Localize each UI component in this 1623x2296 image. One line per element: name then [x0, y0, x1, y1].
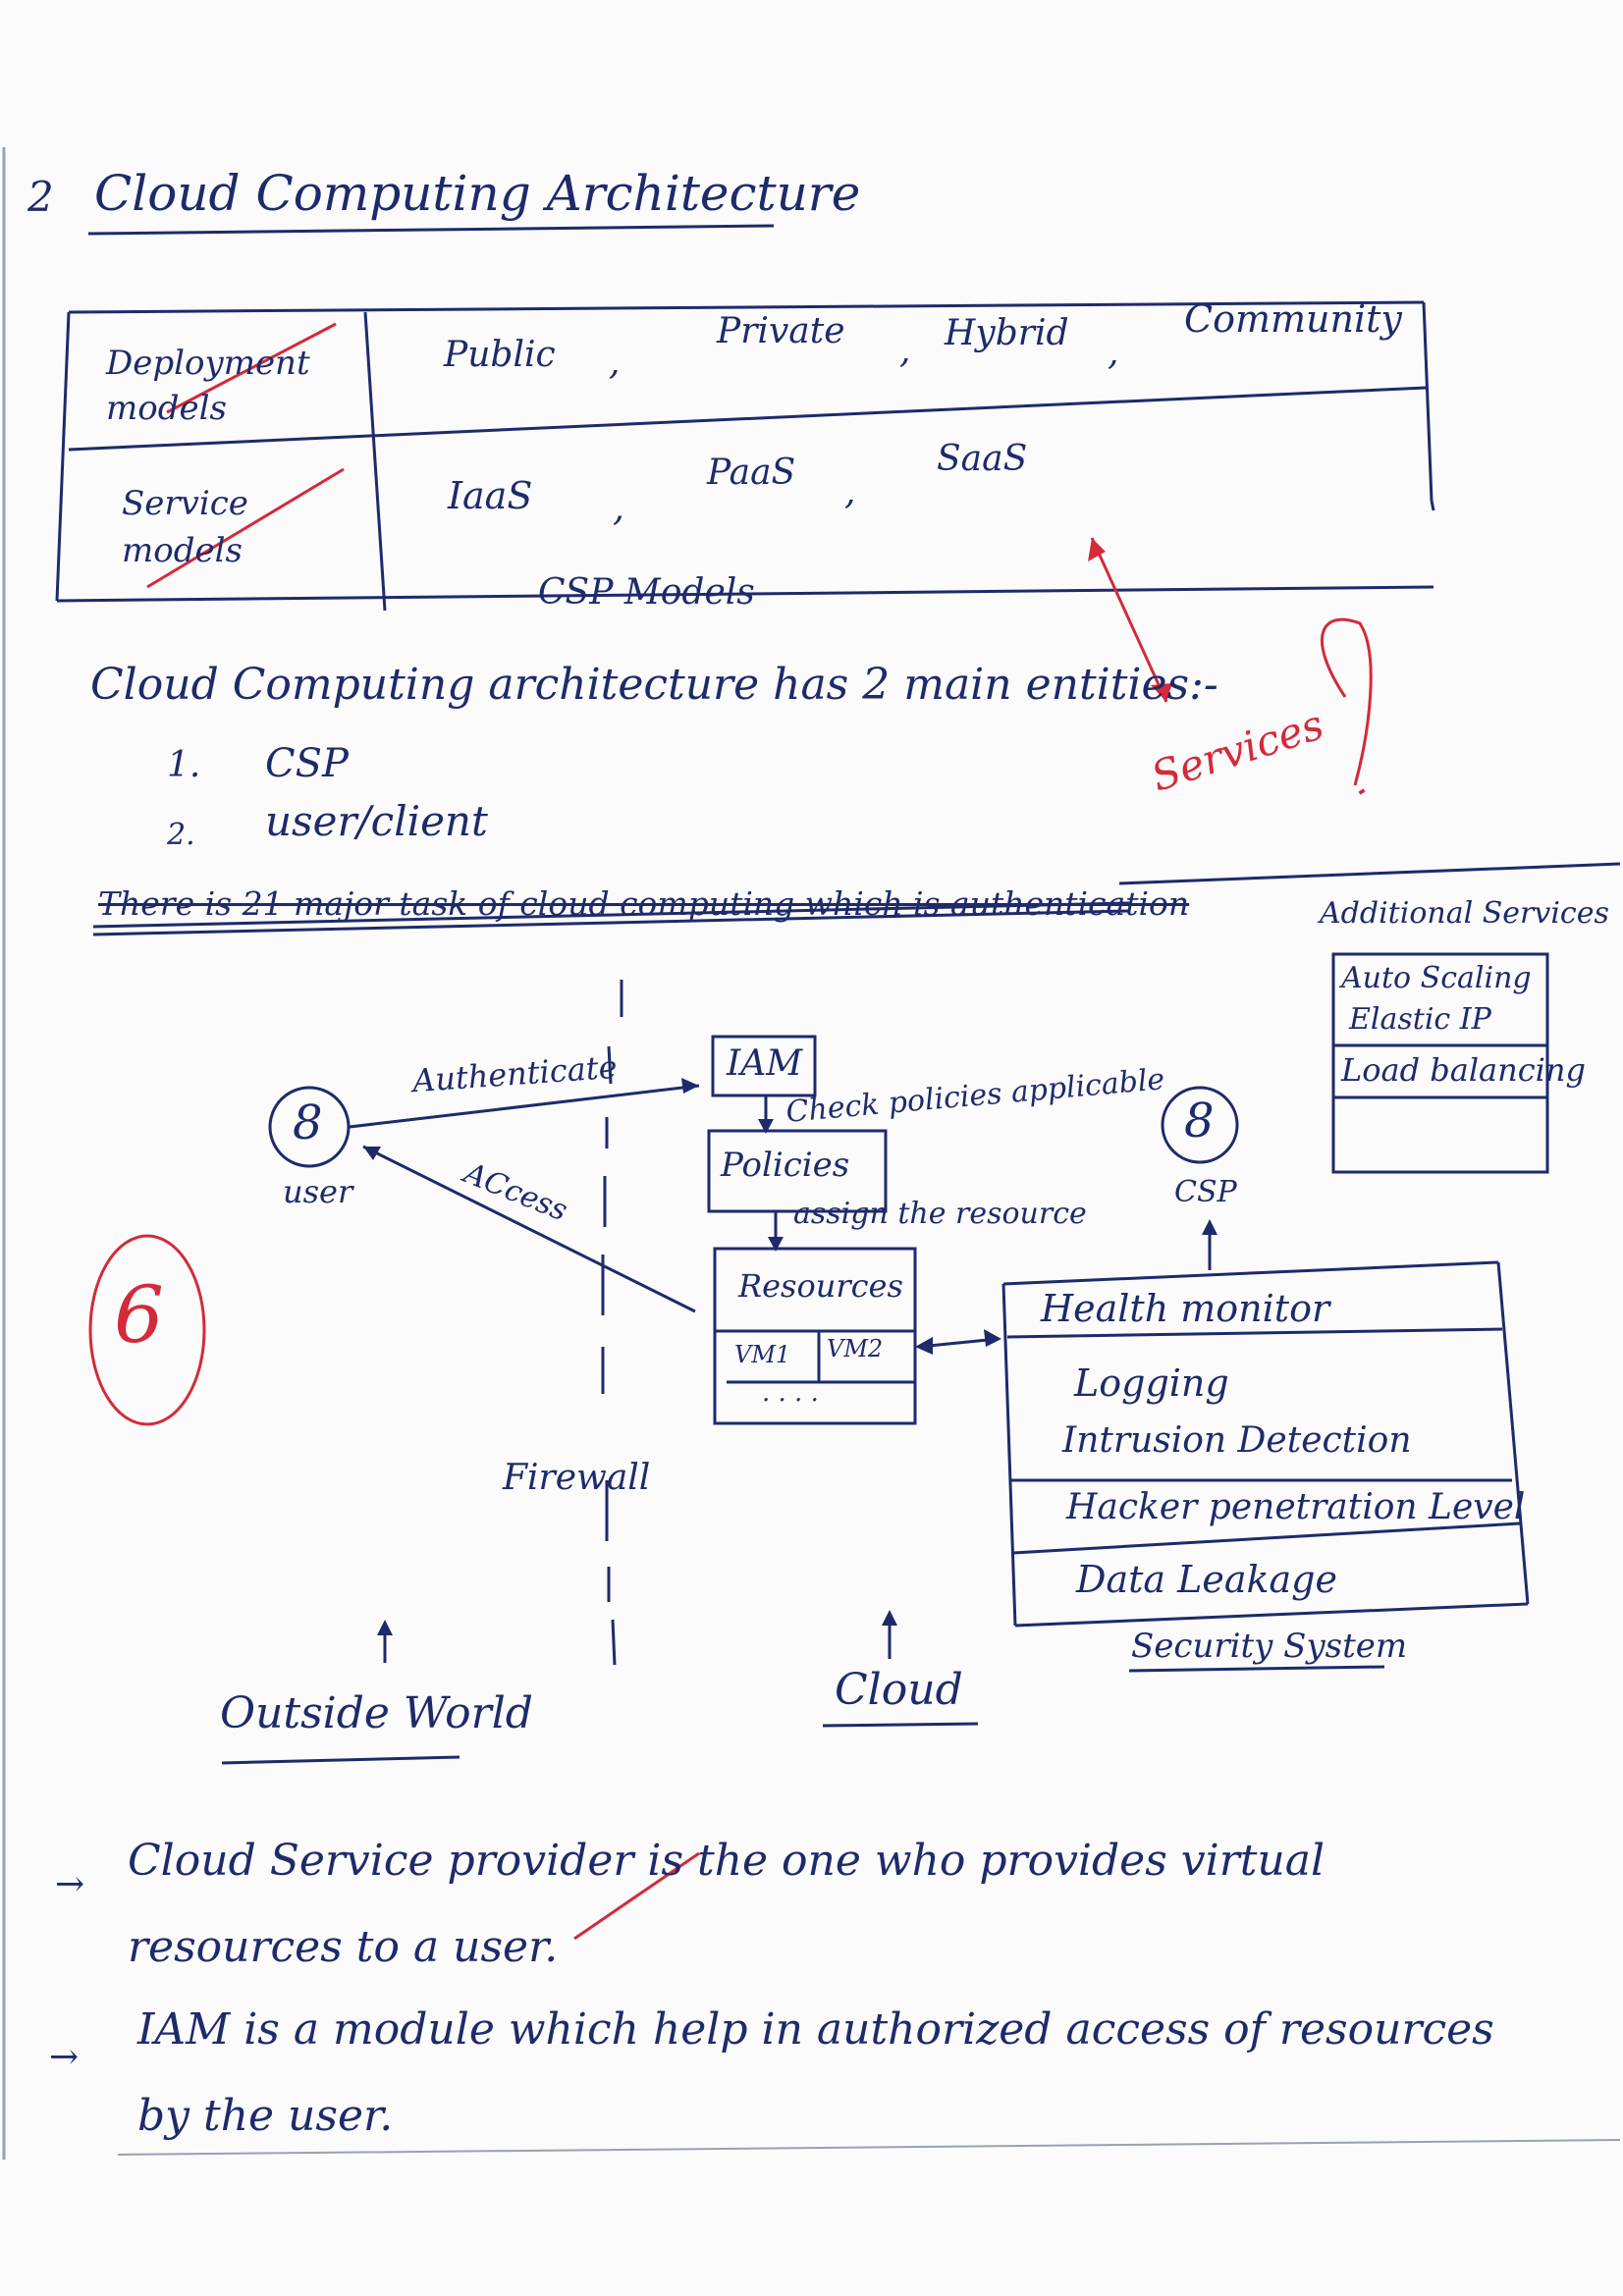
- resources-label: Resources: [738, 1267, 903, 1305]
- page-title: Cloud Computing Architecture: [94, 165, 861, 222]
- security-item-data-leakage: Data Leakage: [1076, 1558, 1337, 1601]
- security-item-intrusion-detection: Intrusion Detection: [1062, 1420, 1412, 1461]
- additional-services-title: Additional Services: [1320, 896, 1609, 931]
- model-community: Community: [1184, 297, 1402, 341]
- assign-resource-label: assign the resource: [793, 1197, 1087, 1231]
- service-models-label: Service models: [122, 484, 248, 570]
- iam-label: IAM: [727, 1043, 803, 1084]
- security-item-logging: Logging: [1074, 1362, 1229, 1405]
- models-table-lines: [55, 300, 1435, 612]
- security-system-box: [1001, 1260, 1530, 1628]
- firewall-label: Firewall: [503, 1458, 651, 1498]
- entity-1-text: CSP: [265, 741, 349, 786]
- model-saas: SaaS: [937, 439, 1028, 479]
- strike-lines: [92, 862, 1621, 936]
- note-2-arrow: →: [49, 2037, 80, 2077]
- policies-label: Policies: [721, 1146, 850, 1185]
- model-iaas: IaaS: [448, 474, 533, 517]
- struck-text: There is 21 major task of cloud computin…: [98, 884, 1190, 923]
- note-2-text: IAM is a module which help in authorized…: [137, 2004, 1494, 2141]
- additional-item-load-balancing: Load balancing: [1341, 1051, 1586, 1089]
- model-paas: PaaS: [707, 453, 796, 493]
- note-1-arrow: →: [55, 1864, 85, 1904]
- model-sep-4: ,: [613, 486, 625, 529]
- red-slash-1: [166, 322, 337, 414]
- user-circle: [268, 1086, 351, 1168]
- page-bottom-line: [117, 2139, 1621, 2156]
- grade-circle: [88, 1234, 206, 1426]
- title-underline: [87, 224, 775, 236]
- entity-2-text: user/client: [265, 797, 488, 845]
- entity-2-num: 2.: [167, 818, 195, 852]
- entity-1-num: 1.: [167, 745, 201, 785]
- cloud-label: Cloud: [835, 1665, 963, 1715]
- security-item-hacker-penetration: Hacker penetration Level: [1066, 1487, 1526, 1527]
- csp-models-caption: CSP Models: [538, 572, 755, 613]
- grade-mark: 6: [114, 1269, 164, 1361]
- firewall-line: [601, 980, 623, 1666]
- vm1-label: VM1: [734, 1341, 791, 1368]
- outside-world-label: Outside World: [220, 1688, 533, 1738]
- policies-box: [707, 1129, 888, 1213]
- model-sep-3: ,: [1108, 333, 1119, 373]
- entities-intro: Cloud Computing architecture has 2 main …: [90, 660, 1218, 710]
- security-item-health-monitor: Health monitor: [1041, 1287, 1330, 1330]
- deployment-models-label: Deployment models: [106, 344, 310, 428]
- vm-more-dots: . . . .: [762, 1378, 819, 1408]
- page-number: 2: [27, 173, 54, 221]
- model-sep-1: ,: [609, 343, 621, 383]
- model-hybrid: Hybrid: [945, 313, 1069, 353]
- vm2-label: VM2: [827, 1335, 884, 1362]
- red-slash-2: [146, 467, 345, 589]
- user-label: user: [283, 1173, 353, 1210]
- additional-services-box: [1331, 952, 1549, 1174]
- model-public: Public: [444, 335, 556, 375]
- note-1-text: Cloud Service provider is the one who pr…: [128, 1836, 1325, 1972]
- additional-item-auto-scaling: Auto Scaling: [1341, 961, 1532, 995]
- csp-label: CSP: [1174, 1175, 1237, 1209]
- security-system-title: Security System: [1131, 1627, 1408, 1666]
- resources-box: [713, 1247, 917, 1425]
- model-sep-5: ,: [844, 472, 856, 512]
- model-private: Private: [717, 311, 845, 351]
- user-icon: 8: [293, 1095, 323, 1150]
- csp-circle: [1161, 1086, 1239, 1164]
- iam-box: [711, 1035, 817, 1097]
- services-arrow: [1090, 537, 1168, 703]
- csp-icon: 8: [1184, 1094, 1215, 1148]
- model-sep-2: ,: [899, 331, 911, 371]
- additional-item-elastic-ip: Elastic IP: [1349, 1002, 1491, 1037]
